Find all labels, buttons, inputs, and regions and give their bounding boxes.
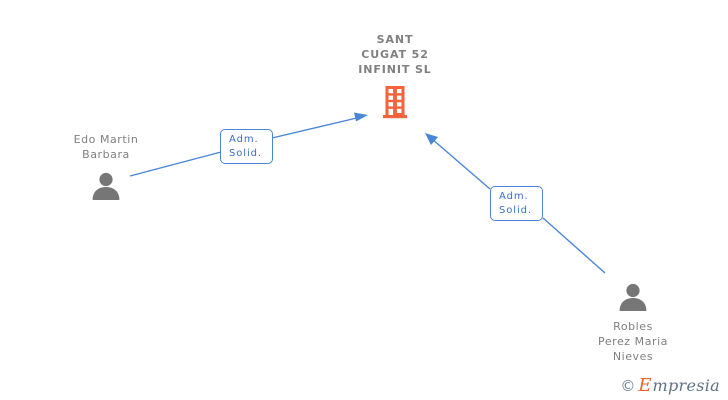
edge-line-right <box>542 217 606 274</box>
person-icon-wrap <box>33 170 179 200</box>
brand-name: mpresia <box>652 376 720 395</box>
relation-label-edo-martin-barbara[interactable]: Adm. Solid. <box>220 129 273 164</box>
person-name: Edo Martin Barbara <box>73 133 139 161</box>
edge-line-left-2 <box>271 116 362 139</box>
person-icon-wrap <box>560 281 706 311</box>
company-node[interactable]: SANT CUGAT 52 INFINIT SL <box>330 32 460 119</box>
relation-label-robles-perez-maria-nieves[interactable]: Adm. Solid. <box>490 186 543 221</box>
person-name: Robles Perez Maria Nieves <box>598 320 668 363</box>
brand-initial: E <box>638 375 652 396</box>
person-icon <box>619 283 647 311</box>
watermark: © E mpresia <box>620 377 720 395</box>
company-icon-wrap <box>330 83 460 119</box>
copyright-icon: © <box>620 376 636 395</box>
arrowhead-right <box>425 133 438 145</box>
building-icon <box>383 86 407 119</box>
company-title: SANT CUGAT 52 INFINIT SL <box>358 33 432 76</box>
person-node-edo-martin-barbara[interactable]: Edo Martin Barbara <box>33 132 179 200</box>
edge-line-right-2 <box>431 138 491 190</box>
person-icon <box>92 172 120 200</box>
edge-line-left <box>129 151 222 177</box>
person-node-robles-perez-maria-nieves[interactable]: Robles Perez Maria Nieves <box>560 281 706 364</box>
arrowhead-left <box>354 112 368 122</box>
